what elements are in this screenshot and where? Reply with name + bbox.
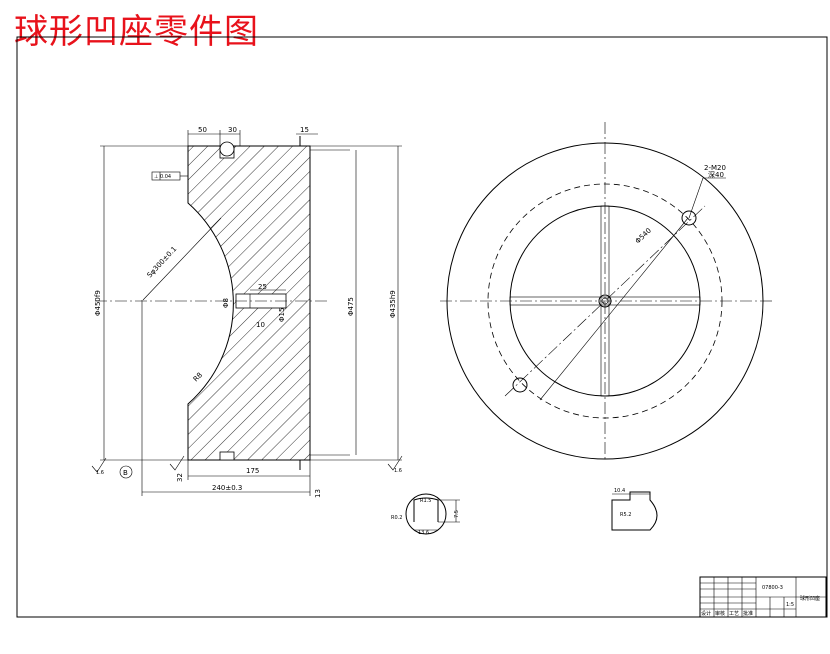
dim-13: 13: [314, 489, 322, 498]
drawing-title: 球形凹座零件图: [14, 12, 259, 52]
detail-right: 10.4 R5.2: [611, 488, 658, 531]
dim-175: 175: [246, 467, 259, 475]
tolerance-text: ⊥ 0.04: [154, 174, 171, 180]
dim-dia475: Φ475: [347, 297, 355, 316]
title-block: 07800-3 球形凹座 设计 审核 工艺 批准 1:5: [699, 576, 827, 618]
mounting-hole-bottom: [512, 377, 528, 393]
body-outline: [187, 145, 311, 461]
detail-w136: 13.6: [418, 530, 429, 536]
dim-32: 32: [176, 473, 184, 482]
detail-h75: 7.5: [454, 510, 460, 518]
detail-r15: R1.5: [420, 498, 431, 504]
front-section-view: Sφ300±0.1 R8 50 30 15 Φ450f9 Φ475 Φ435h9…: [91, 126, 403, 498]
dim-dia450: Φ450f9: [94, 290, 102, 316]
dim-dia8: Φ8: [222, 298, 230, 308]
side-view: Φ540 2-M20 深40: [440, 122, 775, 460]
detail-left-circle: [405, 493, 447, 535]
dim-25: 25: [258, 283, 267, 291]
title-block-row-4: 批准: [743, 610, 753, 617]
detail-left: R1.5 R0.2 13.6 7.5: [391, 493, 460, 536]
title-block-row-1: 设计: [701, 610, 711, 617]
detail-r52: R5.2: [620, 512, 631, 518]
holes-spec: 2-M20: [704, 164, 726, 172]
center-hole: [598, 294, 612, 308]
detail-r02: R0.2: [391, 515, 402, 521]
detail-right-shape: [611, 491, 658, 531]
datum-label: B: [123, 469, 128, 477]
dim-50: 50: [198, 126, 207, 134]
holes-depth: 深40: [708, 170, 724, 179]
dim-15: 15: [300, 126, 309, 134]
dim-dia435: Φ435h9: [389, 290, 397, 318]
mounting-hole-top: [681, 210, 697, 226]
dim-dia15: Φ15: [278, 308, 286, 322]
roughness-left: 1.6: [96, 470, 104, 476]
drawing-frame: [16, 36, 828, 618]
title-block-row-2: 审核: [715, 610, 725, 617]
title-block-name: 球形凹座: [800, 595, 820, 602]
title-block-code: 07800-3: [762, 585, 783, 591]
top-hole-circle: [219, 141, 235, 157]
dim-10: 10: [256, 321, 265, 329]
datum-circle: [119, 465, 133, 479]
dim-r8: R8: [192, 371, 204, 383]
roughness-right: 1.6: [394, 468, 402, 474]
title-block-row-3: 工艺: [729, 611, 739, 617]
dim-pcd: Φ540: [634, 227, 653, 246]
dim-240: 240±0.3: [212, 484, 242, 492]
bottom-groove: [219, 451, 235, 461]
detail-w104: 10.4: [614, 488, 625, 494]
dim-sphere-radius: Sφ300±0.1: [146, 245, 179, 279]
dim-30: 30: [228, 126, 237, 134]
title-block-scale: 1:5: [786, 602, 794, 608]
